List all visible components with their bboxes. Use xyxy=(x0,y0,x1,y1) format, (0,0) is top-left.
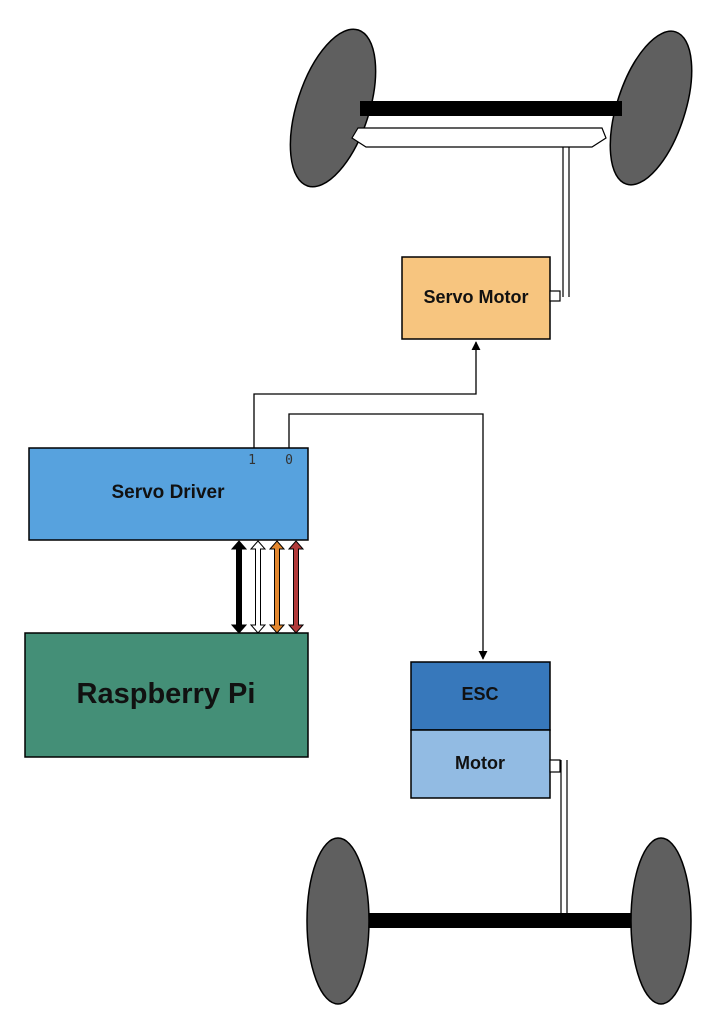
raspberry-pi-label: Raspberry Pi xyxy=(77,678,256,710)
rear-left-wheel xyxy=(306,837,370,1005)
rear-axle-assembly xyxy=(306,760,692,1005)
front-left-wheel xyxy=(289,28,377,188)
front-axle-assembly xyxy=(289,28,693,297)
bus-wire-arrow xyxy=(230,540,248,634)
front-axle xyxy=(360,101,622,116)
wire-channel-1-to-servo xyxy=(253,341,481,448)
steering-linkage xyxy=(351,127,607,148)
i2c-bus-wires xyxy=(230,540,305,634)
servo-motor-block: Servo Motor xyxy=(401,256,561,340)
motor-block: Motor xyxy=(410,729,561,799)
rear-right-wheel xyxy=(630,837,692,1005)
rear-axle xyxy=(356,913,642,928)
esc-label: ESC xyxy=(461,684,498,704)
bus-wire-arrow xyxy=(268,540,286,634)
bus-wire-arrow xyxy=(249,540,267,634)
servo-driver-block: Servo Driver 1 0 xyxy=(28,447,309,541)
motor-output-shaft xyxy=(549,759,561,773)
bus-wire-arrow xyxy=(287,540,305,634)
motor-label: Motor xyxy=(455,753,505,773)
signal-wires xyxy=(253,341,488,660)
driver-pin-0: 0 xyxy=(285,453,293,468)
esc-block: ESC xyxy=(410,661,551,731)
wire-channel-0-to-esc xyxy=(288,413,488,660)
driver-pin-1: 1 xyxy=(248,453,256,468)
servo-output-shaft xyxy=(549,290,561,302)
servo-driver-label: Servo Driver xyxy=(111,482,225,503)
front-right-wheel xyxy=(609,30,693,186)
servo-motor-label: Servo Motor xyxy=(423,287,528,307)
raspberry-pi-block: Raspberry Pi xyxy=(24,632,309,758)
